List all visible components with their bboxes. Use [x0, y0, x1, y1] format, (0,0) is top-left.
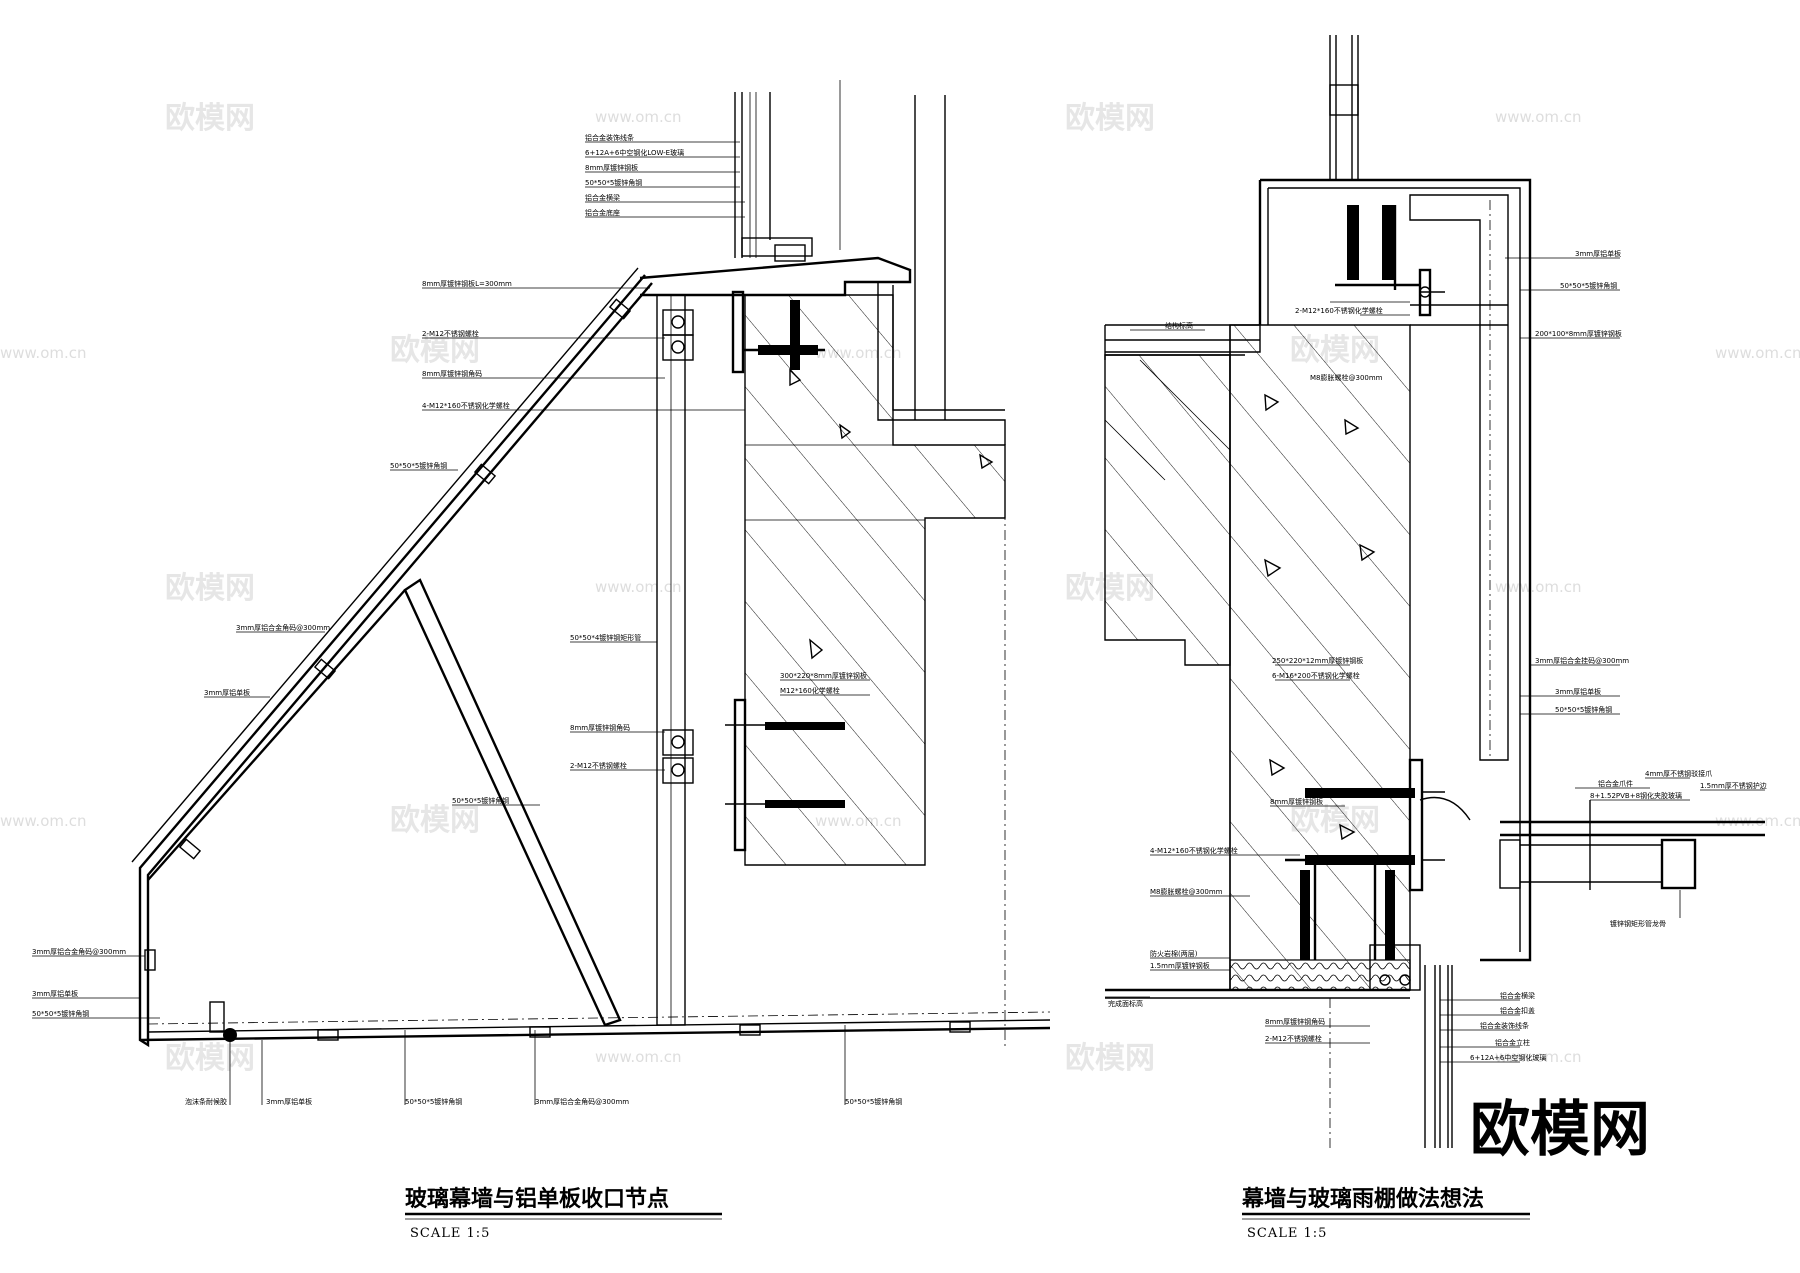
callout-label: 50*50*5镀锌角钢: [585, 178, 642, 187]
callout-label: M8膨胀螺栓@300mm: [1150, 887, 1223, 896]
callout-label: 铝合金扣盖: [1500, 1006, 1535, 1015]
callout-label: 4mm厚不锈钢驳接爪: [1645, 769, 1712, 778]
callout-label: 8mm厚镀锌钢角码: [422, 369, 482, 378]
callout-label: 2-M12不锈钢螺栓: [422, 329, 479, 338]
callout-label: 1.5mm厚镀锌钢板: [1150, 961, 1210, 970]
watermark-url: www.om.cn: [595, 578, 682, 596]
watermark-brand: 欧模网: [390, 803, 480, 838]
callout-label: 3mm厚铝单板: [32, 989, 78, 998]
left-detail-scale: SCALE 1:5: [410, 1226, 490, 1241]
left-detail: 铝合金装饰线条 6+12A+6中空钢化LOW-E玻璃 8mm厚镀锌钢板 50*5…: [32, 80, 1051, 1241]
callout-label: 6+12A+6中空钢化LOW-E玻璃: [585, 148, 684, 157]
callout-label: 50*50*5镀锌角钢: [1560, 281, 1617, 290]
left-detail-title: 玻璃幕墙与铝单板收口节点: [405, 1186, 669, 1212]
callout-label: 铝合金横梁: [1500, 991, 1535, 1000]
callout-label: 300*220*8mm厚镀锌钢板: [780, 671, 867, 680]
callout-label: 3mm厚铝合金挂码@300mm: [1535, 656, 1629, 665]
callout-label: 2-M12不锈钢螺栓: [1265, 1034, 1322, 1043]
callout-label: 8mm厚镀锌钢角码: [1265, 1017, 1325, 1026]
callout-label: 铝合金横梁: [585, 193, 620, 202]
callout-label: 8+1.52PVB+8钢化夹胶玻璃: [1590, 791, 1682, 800]
callout-label: 8mm厚镀锌钢板: [1270, 797, 1323, 806]
callout-label: 6+12A+6中空钢化玻璃: [1470, 1053, 1546, 1062]
callout-label: 8mm厚镀锌钢角码: [570, 723, 630, 732]
callout-label: 50*50*5镀锌角钢: [390, 461, 447, 470]
watermark-url: www.om.cn: [0, 812, 87, 830]
callout-label: 8mm厚镀锌钢板L=300mm: [422, 279, 512, 288]
callout-label: 铝合金装饰线条: [1480, 1021, 1529, 1030]
right-detail-scale: SCALE 1:5: [1247, 1226, 1327, 1241]
right-detail: 3mm厚铝单板 50*50*5镀锌角钢 200*100*8mm厚镀锌钢板 2-M…: [1104, 35, 1767, 1241]
watermark-url: www.om.cn: [0, 344, 87, 362]
callout-label: 泡沫条耐候胶: [185, 1097, 227, 1106]
watermark-url: www.om.cn: [1495, 108, 1582, 126]
watermark-url: www.om.cn: [595, 1048, 682, 1066]
callout-label: 铝合金立柱: [1495, 1038, 1530, 1047]
callout-label: M8膨胀螺栓@300mm: [1310, 373, 1383, 382]
watermark-url: www.om.cn: [595, 108, 682, 126]
callout-label: 6-M16*200不锈钢化学螺栓: [1272, 671, 1360, 680]
callout-label: 铝合金底座: [585, 208, 620, 217]
callout-label: 1.5mm厚不锈钢护边: [1700, 781, 1767, 790]
callout-label: 镀锌钢矩形管龙骨: [1610, 919, 1666, 928]
watermark-brand: 欧模网: [165, 101, 255, 136]
callout-label: 防火岩棉(两层): [1150, 949, 1198, 958]
callout-label: 3mm厚铝合金角码@300mm: [535, 1097, 629, 1106]
right-detail-title: 幕墙与玻璃雨棚做法想法: [1241, 1186, 1484, 1212]
watermark-url: www.om.cn: [1495, 1048, 1582, 1066]
callout-label: 2-M12不锈钢螺栓: [570, 761, 627, 770]
callout-label: 铝合金爪件: [1598, 779, 1633, 788]
callout-label: 4-M12*160不锈钢化学螺栓: [422, 401, 510, 410]
callout-label: 3mm厚铝合金角码@300mm: [236, 623, 330, 632]
callout-label: 2-M12*160不锈钢化学螺栓: [1295, 306, 1383, 315]
watermark-url: www.om.cn: [1495, 578, 1582, 596]
callout-label: 3mm厚铝单板: [266, 1097, 312, 1106]
callout-label: 3mm厚铝单板: [204, 688, 250, 697]
callout-label: 结构标高: [1165, 321, 1193, 330]
callout-label: 3mm厚铝单板: [1575, 249, 1621, 258]
callout-label: 50*50*5镀锌角钢: [845, 1097, 902, 1106]
watermark-brand: 欧模网: [1065, 101, 1155, 136]
callout-label: 50*50*5镀锌角钢: [1555, 705, 1612, 714]
watermark-brand: 欧模网: [165, 1041, 255, 1076]
callout-label: 200*100*8mm厚镀锌钢板: [1535, 329, 1622, 338]
watermark-url: www.om.cn: [1715, 344, 1800, 362]
callout-label: 4-M12*160不锈钢化学螺栓: [1150, 846, 1238, 855]
callout-label: 铝合金装饰线条: [585, 133, 634, 142]
callout-label: 3mm厚铝合金角码@300mm: [32, 947, 126, 956]
watermark-brand: 欧模网: [390, 333, 480, 368]
callout-label: 50*50*5镀锌角钢: [405, 1097, 462, 1106]
callout-label: 8mm厚镀锌钢板: [585, 163, 638, 172]
watermark-brand: 欧模网: [1065, 1041, 1155, 1076]
callout-label: 250*220*12mm厚镀锌钢板: [1272, 656, 1363, 665]
callout-label: 3mm厚铝单板: [1555, 687, 1601, 696]
brand-logo: 欧模网: [1470, 1095, 1650, 1165]
callout-label: M12*160化学螺栓: [780, 686, 840, 695]
callout-label: 50*50*5镀锌角钢: [32, 1009, 89, 1018]
watermark-brand: 欧模网: [165, 571, 255, 606]
callout-label: 50*50*5镀锌角钢: [452, 796, 509, 805]
callout-label: 完成面标高: [1108, 999, 1143, 1008]
callout-label: 50*50*4镀锌钢矩形管: [570, 633, 641, 642]
